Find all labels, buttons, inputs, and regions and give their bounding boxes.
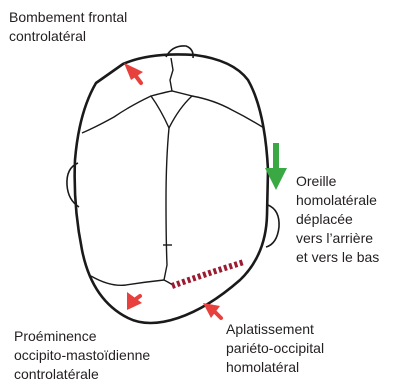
nose (166, 46, 193, 58)
label-frontal-bulging: Bombement frontal controlatéral (9, 8, 127, 46)
label-line: controlatéral (9, 27, 127, 46)
label-parieto-occipital-flattening: Aplatissement pariéto-occipital homolaté… (226, 320, 324, 377)
coronal-suture-right (192, 96, 264, 128)
label-line: Proéminence (14, 327, 150, 346)
red-arrow-occipital-icon (127, 292, 142, 310)
label-line: vers l’arrière (296, 229, 379, 248)
red-arrow-flattening-icon (203, 303, 221, 318)
lambdoid-suture-left (91, 276, 164, 285)
metopic-suture (170, 58, 173, 91)
label-line: controlatérale (14, 365, 150, 383)
left-ear (67, 163, 79, 207)
coronal-suture-left (82, 96, 151, 133)
label-ear-displacement: Oreille homolatérale déplacée vers l’arr… (296, 172, 379, 267)
label-line: homolatéral (226, 358, 324, 377)
flattening-zone (172, 262, 244, 286)
label-line: déplacée (296, 210, 379, 229)
label-line: homolatérale (296, 191, 379, 210)
anterior-fontanelle (151, 91, 192, 128)
label-line: occipito-mastoïdienne (14, 346, 150, 365)
label-line: et vers le bas (296, 248, 379, 267)
label-line: Oreille (296, 172, 379, 191)
label-occipito-mastoid-prominence: Proéminence occipito-mastoïdienne contro… (14, 327, 150, 383)
label-line: Bombement frontal (9, 8, 127, 27)
label-line: Aplatissement (226, 320, 324, 339)
red-arrow-frontal-icon (124, 63, 143, 83)
sagittal-suture (164, 128, 169, 280)
label-line: pariéto-occipital (226, 339, 324, 358)
